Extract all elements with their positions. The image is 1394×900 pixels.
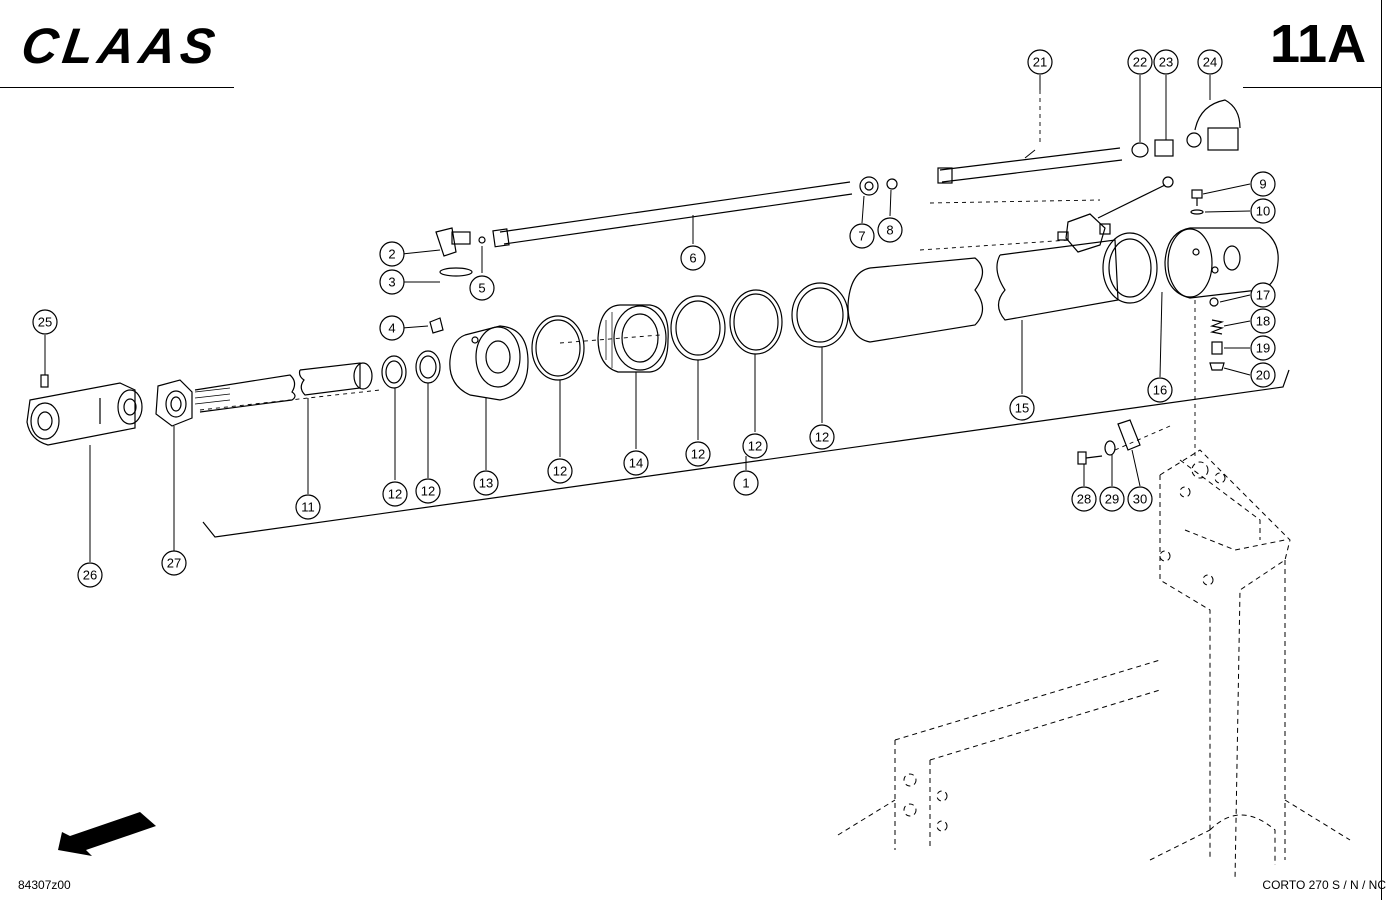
callout-11: 11 <box>301 500 315 515</box>
part-12-seal-d <box>670 295 726 361</box>
callout-21: 21 <box>1033 55 1047 70</box>
part-10-washer <box>1190 209 1204 215</box>
callout-12: 12 <box>421 484 435 499</box>
callout-22: 22 <box>1133 55 1147 70</box>
callout-1: 1 <box>742 476 749 491</box>
callout-23: 23 <box>1159 55 1173 70</box>
callout-15: 15 <box>1015 401 1029 416</box>
assembly-bracket-line <box>202 369 1290 538</box>
callout-24: 24 <box>1203 55 1217 70</box>
part-26-clevis <box>26 382 143 446</box>
part-17-ball <box>1209 297 1219 307</box>
callout-2: 2 <box>388 247 395 262</box>
part-22-fitting <box>1131 142 1149 158</box>
callout-17: 17 <box>1256 288 1270 303</box>
part-11-piston-rod <box>194 362 373 413</box>
callout-25: 25 <box>38 315 52 330</box>
part-12-seal-c <box>531 315 585 381</box>
page-number-underline <box>1243 87 1382 88</box>
callout-6: 6 <box>689 251 696 266</box>
callout-28: 28 <box>1077 492 1091 507</box>
drawing-id: 84307z00 <box>18 878 71 892</box>
logo-underline <box>0 87 234 88</box>
part-5-seal-ring <box>478 236 486 244</box>
part-9-bolt <box>1191 189 1203 199</box>
part-12-seal-e <box>729 289 783 355</box>
frame-border <box>1381 0 1382 900</box>
callout-20: 20 <box>1256 368 1270 383</box>
part-12-seal-a <box>381 355 407 389</box>
part-19-screw <box>1211 341 1223 355</box>
part-24-coupling <box>1186 99 1241 151</box>
callout-12: 12 <box>388 487 402 502</box>
callout-30: 30 <box>1133 492 1147 507</box>
callout-10: 10 <box>1256 204 1270 219</box>
callout-5: 5 <box>478 281 485 296</box>
callout-9: 9 <box>1259 177 1266 192</box>
part-6-pipe <box>492 181 853 248</box>
callout-12: 12 <box>815 430 829 445</box>
callout-8: 8 <box>886 223 893 238</box>
callout-12: 12 <box>748 439 762 454</box>
part-21-hose <box>937 147 1123 184</box>
part-29-washer <box>1104 440 1116 456</box>
callout-19: 19 <box>1256 341 1270 356</box>
part-27-nut <box>155 379 193 427</box>
callout-16: 16 <box>1153 383 1167 398</box>
part-13-cylinder-gland <box>449 325 529 401</box>
callout-18: 18 <box>1256 314 1270 329</box>
part-8-ring <box>886 178 898 190</box>
part-14-piston <box>597 304 669 373</box>
callout-4: 4 <box>388 321 395 336</box>
part-18-spring <box>1209 319 1225 335</box>
part-23-adapter <box>1154 139 1174 157</box>
callout-12: 12 <box>691 447 705 462</box>
frame-outline <box>837 449 1351 881</box>
part-15-cylinder-tube <box>847 232 1158 343</box>
part-3-o-ring <box>439 267 473 277</box>
callout-13: 13 <box>479 476 493 491</box>
part-2-elbow-fitting <box>435 227 471 257</box>
callout-12: 12 <box>553 464 567 479</box>
arrow-left-down-icon <box>58 812 156 856</box>
callout-27: 27 <box>167 556 181 571</box>
callout-7: 7 <box>858 229 865 244</box>
part-7-nut <box>859 176 879 196</box>
callout-26: 26 <box>83 568 97 583</box>
page-number: 11A <box>1270 14 1367 74</box>
callout-14: 14 <box>629 456 643 471</box>
callout-29: 29 <box>1105 492 1119 507</box>
part-25-grease-nipple <box>40 374 49 388</box>
valve-block <box>1057 176 1174 253</box>
machine-model: CORTO 270 S / N / NC <box>1262 878 1386 892</box>
callout-3: 3 <box>388 275 395 290</box>
part-28-bolt <box>1077 451 1103 465</box>
part-30-shim <box>1117 419 1141 451</box>
part-4-screw <box>429 317 444 334</box>
part-12-seal-f <box>791 282 849 348</box>
part-20-plug <box>1209 362 1225 371</box>
